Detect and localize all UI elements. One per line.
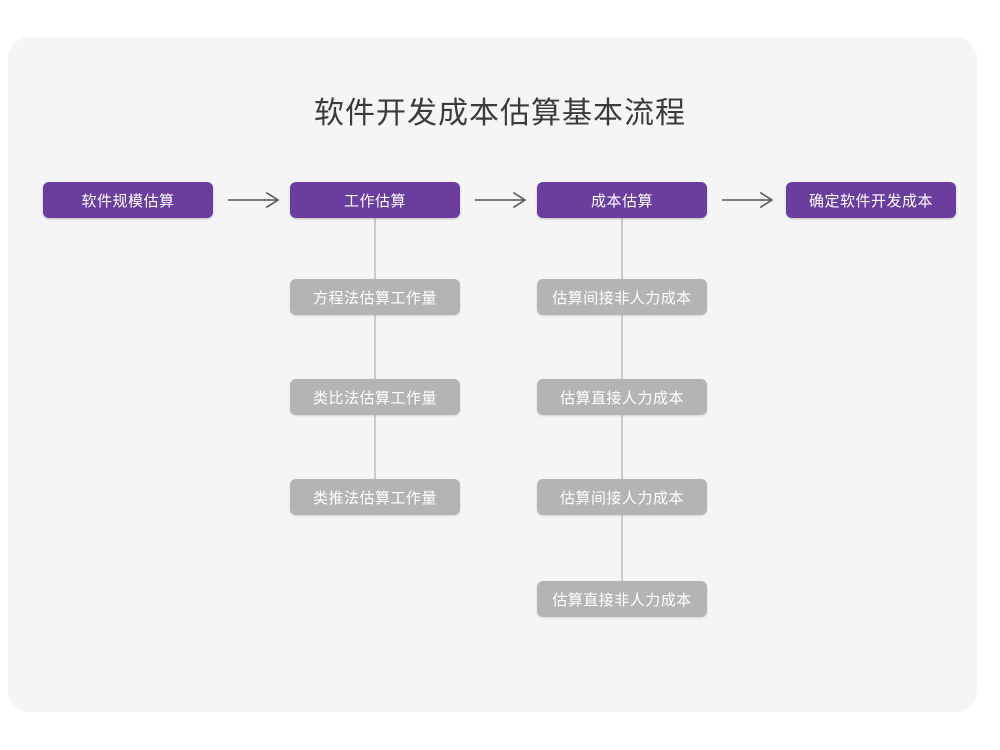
content-card — [8, 37, 977, 712]
flow-subnode-stage-3-4[interactable]: 估算直接非人力成本 — [537, 581, 707, 617]
right-arrow-icon-2 — [473, 190, 529, 210]
flow-subnode-stage-3-2[interactable]: 估算直接人力成本 — [537, 379, 707, 415]
flow-node-stage-3[interactable]: 成本估算 — [537, 182, 707, 218]
flow-node-stage-2[interactable]: 工作估算 — [290, 182, 460, 218]
right-arrow-icon-3 — [720, 190, 776, 210]
connector-line-stage-2 — [374, 218, 376, 479]
flow-subnode-stage-2-2[interactable]: 类比法估算工作量 — [290, 379, 460, 415]
flow-node-stage-4[interactable]: 确定软件开发成本 — [786, 182, 956, 218]
flow-node-stage-1[interactable]: 软件规模估算 — [43, 182, 213, 218]
flow-subnode-stage-3-3[interactable]: 估算间接人力成本 — [537, 479, 707, 515]
flow-subnode-stage-2-3[interactable]: 类推法估算工作量 — [290, 479, 460, 515]
right-arrow-icon-1 — [226, 190, 282, 210]
flow-subnode-stage-3-1[interactable]: 估算间接非人力成本 — [537, 279, 707, 315]
flow-subnode-stage-2-1[interactable]: 方程法估算工作量 — [290, 279, 460, 315]
page-title: 软件开发成本估算基本流程 — [314, 97, 686, 130]
